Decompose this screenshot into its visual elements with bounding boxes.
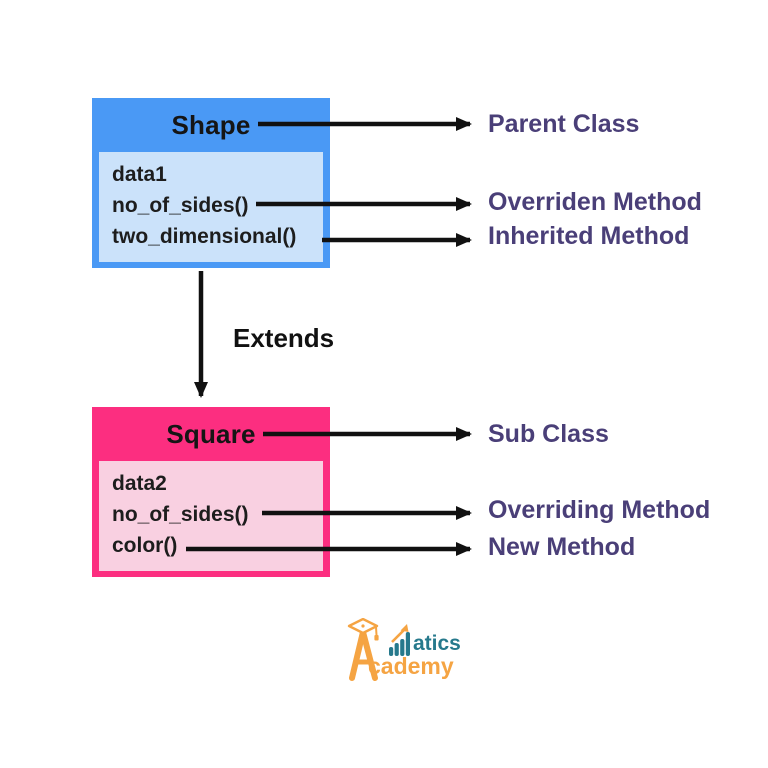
shape-class-box: Shape data1 no_of_sides() two_dimensiona… [92, 98, 330, 268]
shape-attribute-data1: data1 [112, 163, 167, 186]
logo-word-atics: atics [413, 632, 461, 655]
shape-method-no-of-sides: no_of_sides() [112, 194, 249, 217]
academy-logo: atics cademy [347, 616, 477, 686]
square-attribute-data2: data2 [112, 472, 167, 495]
square-method-no-of-sides: no_of_sides() [112, 503, 249, 526]
label-overriding-method: Overriding Method [488, 496, 711, 524]
shape-method-two-dimensional: two_dimensional() [112, 225, 297, 248]
logo-word-cademy: cademy [368, 653, 454, 679]
graduation-cap-a-icon [347, 618, 379, 681]
label-sub-class: Sub Class [488, 420, 609, 448]
shape-class-title: Shape [171, 109, 251, 140]
shape-class-body: data1 no_of_sides() two_dimensional() [99, 152, 323, 262]
square-class-title: Square [166, 418, 256, 449]
square-class-box: Square data2 no_of_sides() color() [92, 407, 330, 577]
label-inherited-method: Inherited Method [488, 222, 690, 250]
label-extends: Extends [233, 323, 335, 353]
bar-chart-icon [389, 624, 410, 656]
square-method-color: color() [112, 534, 178, 557]
label-new-method: New Method [488, 533, 636, 561]
square-class-body: data2 no_of_sides() color() [99, 461, 323, 571]
label-parent-class: Parent Class [488, 110, 640, 138]
label-overriden-method: Overriden Method [488, 188, 702, 216]
